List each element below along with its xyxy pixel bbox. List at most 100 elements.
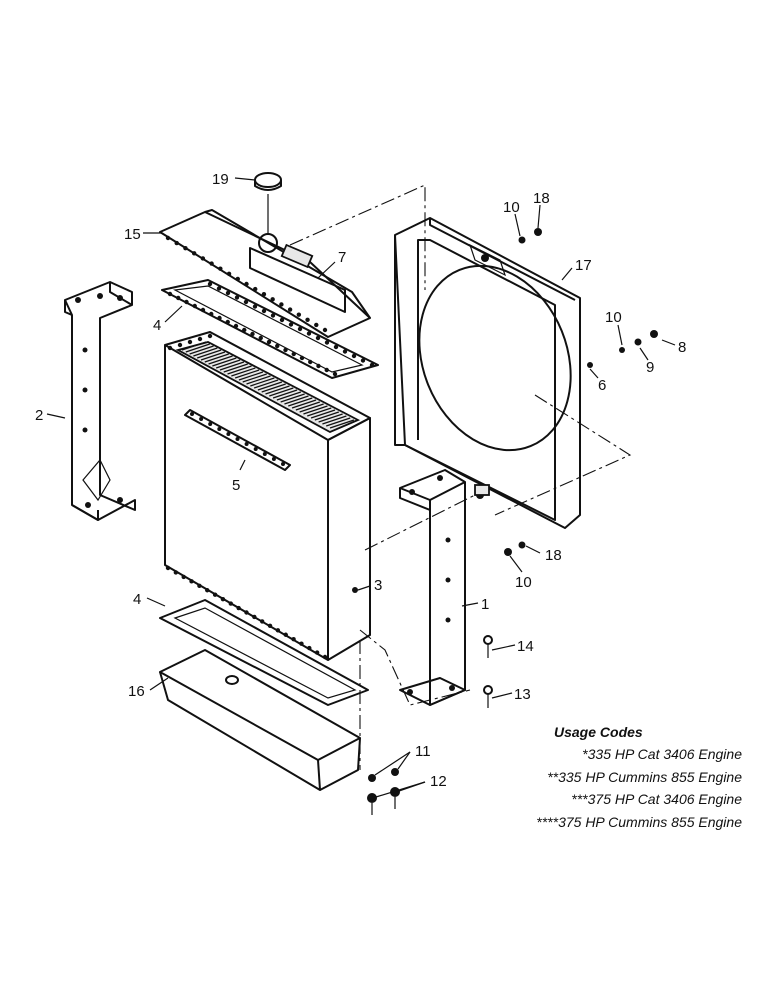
- core-fin: [215, 359, 241, 369]
- bolt-hole: [226, 432, 231, 436]
- core-fin: [223, 363, 248, 373]
- callout-4-upper: 4: [153, 317, 161, 334]
- bolt-hole: [233, 323, 239, 329]
- core-fin: [314, 411, 340, 421]
- left-bracket: [64, 281, 136, 521]
- bolt-hole: [253, 286, 258, 292]
- usage-codes-legend: Usage Codes *335 HP Cat 3406 Engine **33…: [470, 724, 760, 833]
- core-fin: [303, 405, 328, 415]
- bottom-tank: [159, 649, 361, 791]
- bolt-hole: [281, 462, 285, 466]
- bolt-hole: [267, 623, 273, 629]
- bolt-hole: [287, 307, 293, 312]
- core-fin: [227, 365, 252, 375]
- bolt-hole: [235, 437, 240, 441]
- callout-7: 7: [338, 249, 346, 266]
- bolt-hole: [173, 570, 179, 575]
- bolt-hole: [306, 331, 312, 336]
- bolt-hole: [234, 295, 240, 300]
- bolt-hole: [316, 363, 321, 369]
- callout-12: 12: [430, 773, 447, 790]
- callout-15: 15: [124, 226, 141, 243]
- bolt-hole: [270, 297, 275, 302]
- bolt-hole: [322, 327, 328, 333]
- bolt-hole: [332, 371, 338, 377]
- bolt-hole: [167, 291, 173, 297]
- callout-1: 1: [481, 596, 489, 613]
- bolt-hole: [275, 628, 281, 633]
- bolt-hole: [236, 605, 241, 611]
- bolt-hole: [283, 347, 288, 353]
- usage-code-row: ***375 HP Cat 3406 Engine: [571, 791, 742, 807]
- callout-5: 5: [232, 477, 240, 494]
- bolt-hole: [209, 261, 214, 266]
- callout-9: 9: [646, 359, 654, 376]
- bolt-hole: [176, 295, 181, 301]
- bolt-hole: [250, 331, 255, 337]
- bolt-hole: [217, 427, 222, 431]
- upper-gasket: [161, 279, 379, 379]
- bolt-hole: [271, 457, 276, 461]
- core-fin: [231, 367, 256, 377]
- usage-code-row: **335 HP Cummins 855 Engine: [547, 768, 742, 785]
- core-fin: [212, 357, 237, 367]
- right-bracket: [399, 469, 466, 706]
- bolt-hole: [324, 367, 329, 373]
- core-fin: [318, 413, 343, 423]
- bolt-hole: [167, 345, 173, 351]
- core-fin: [185, 343, 210, 353]
- bolt-hole: [197, 583, 202, 588]
- bolt-hole: [205, 588, 210, 593]
- bolt-hole: [297, 326, 303, 332]
- core-fin: [329, 419, 355, 429]
- core-fin: [238, 371, 264, 381]
- bolt-hole: [209, 311, 214, 317]
- core-fin: [276, 391, 302, 401]
- bolt-hole: [288, 322, 294, 327]
- callout-18-top: 18: [533, 190, 550, 207]
- bolt-hole: [252, 614, 257, 620]
- bolt-hole: [351, 353, 357, 359]
- bolt-hole: [243, 299, 249, 305]
- bolt-hole: [184, 299, 189, 305]
- bolt-hole: [189, 579, 194, 584]
- bolt-hole: [324, 340, 330, 345]
- bolt-hole: [296, 312, 302, 317]
- callout-8: 8: [678, 339, 686, 356]
- core-fin: [219, 361, 245, 371]
- top-tank: [159, 209, 371, 338]
- callout-10-top: 10: [503, 199, 520, 216]
- core-fin: [208, 355, 233, 365]
- bolt-hole: [260, 619, 265, 624]
- bolt-hole: [207, 281, 213, 287]
- bolt-hole: [191, 251, 197, 256]
- core-fin: [288, 397, 313, 407]
- fan-shroud: [394, 217, 581, 529]
- callout-2: 2: [35, 407, 43, 424]
- bolt-hole: [181, 574, 186, 580]
- bolt-hole: [218, 266, 223, 271]
- callout-4-lower: 4: [133, 591, 141, 608]
- core-fin: [272, 389, 298, 399]
- bolt-hole: [190, 412, 194, 416]
- bolt-hole: [220, 596, 226, 602]
- bolt-hole: [187, 339, 193, 345]
- callout-17: 17: [575, 257, 592, 274]
- bolt-hole: [217, 315, 222, 321]
- usage-code-row: *335 HP Cat 3406 Engine: [582, 746, 742, 762]
- callout-13: 13: [514, 686, 531, 703]
- callout-10-bottom: 10: [515, 574, 532, 591]
- bolt-hole: [165, 235, 171, 241]
- bolt-hole: [307, 645, 312, 651]
- bolt-hole: [192, 303, 197, 309]
- core-fin: [299, 403, 324, 413]
- core-fin: [246, 375, 271, 385]
- bolt-hole: [225, 319, 230, 325]
- bolt-hole: [165, 565, 171, 571]
- bolt-hole: [244, 442, 249, 446]
- core-fin: [261, 383, 286, 393]
- core-fin: [253, 379, 279, 389]
- filler-cap: [254, 172, 282, 253]
- bolt-hole: [262, 452, 267, 456]
- callout-numbers: 19 15 7 4 2 5 3 4 1 14 16 13 10 18 17 10…: [35, 171, 686, 790]
